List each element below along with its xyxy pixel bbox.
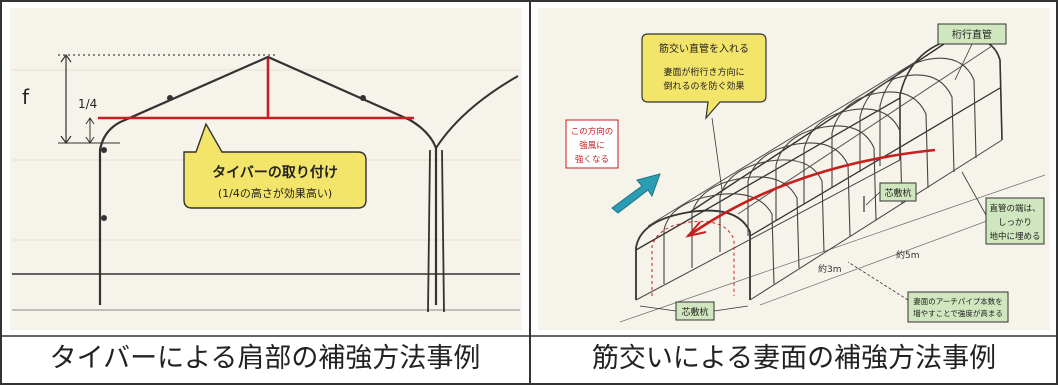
- wind-direction-arrow: [611, 173, 661, 214]
- arch-count-note-box: [907, 291, 1009, 323]
- note-line1: 妻面のアーチパイプ本数を: [913, 296, 1003, 306]
- left-caption: タイバーによる肩部の補強方法事例: [49, 343, 481, 374]
- ridge-pipe: [689, 39, 951, 213]
- adjacent-house-arch: [435, 75, 519, 149]
- label-quarter: 1/4: [78, 97, 97, 111]
- direction-line2: 強風に: [579, 140, 605, 151]
- clamp-dot: [360, 95, 366, 101]
- left-diagram: f 1/4 タイバーの取り付け (1/4の高さが効果高い): [10, 8, 522, 330]
- intermediate-arches: [663, 57, 977, 285]
- callout-title: タイバーの取り付け: [212, 164, 338, 181]
- brace-callout-line2: 倒れるのを防ぐ効果: [663, 80, 744, 92]
- length-label-a: 約5m: [896, 249, 920, 261]
- anchor-box: [985, 197, 1045, 245]
- clamp-dot: [101, 215, 107, 221]
- anchor-line1: 直管の端は、: [989, 203, 1040, 214]
- label-f: f: [22, 85, 30, 109]
- direction-line1: この方向の: [571, 126, 614, 137]
- right-caption: 筋交いによる妻面の補強方法事例: [591, 343, 997, 374]
- purlin: [647, 61, 916, 227]
- anchor-line2: しっかり: [998, 218, 1032, 228]
- base-pile-label: 芯敷杭: [681, 306, 708, 318]
- direction-box: [565, 119, 619, 169]
- diagonal-brace: [687, 148, 936, 238]
- anchor-line3: 地中に埋める: [989, 231, 1040, 242]
- brace-callout-line1: 妻面が桁行き方向に: [663, 66, 744, 78]
- tie-bar-callout: [183, 122, 367, 209]
- right-image-bg: [538, 8, 1050, 330]
- clamp-dot: [101, 147, 107, 153]
- gable-highlight: [651, 220, 735, 296]
- brace-callout-title: 筋交い直管を入れる: [659, 42, 749, 55]
- eave-pipe-left: [635, 97, 901, 251]
- length-label-b: 約3m: [818, 263, 842, 275]
- callout-subtitle: (1/4の高さが効果高い): [218, 186, 332, 200]
- note-line2: 増やすことで強度が高まる: [913, 308, 1003, 318]
- brace-callout: [641, 33, 767, 120]
- right-diagram: 桁行直管 筋交い直管を入れる 妻面が桁行き方向に 倒れるのを防ぐ効果 この方向の…: [538, 8, 1050, 330]
- direction-line3: 強くなる: [575, 154, 609, 165]
- eave-pipe-right: [749, 87, 1001, 237]
- purlin-label: 桁行直管: [952, 28, 992, 41]
- house-arch: [98, 55, 438, 305]
- corner-pile-label: 芯敷杭: [884, 187, 911, 199]
- clamp-dot: [167, 95, 173, 101]
